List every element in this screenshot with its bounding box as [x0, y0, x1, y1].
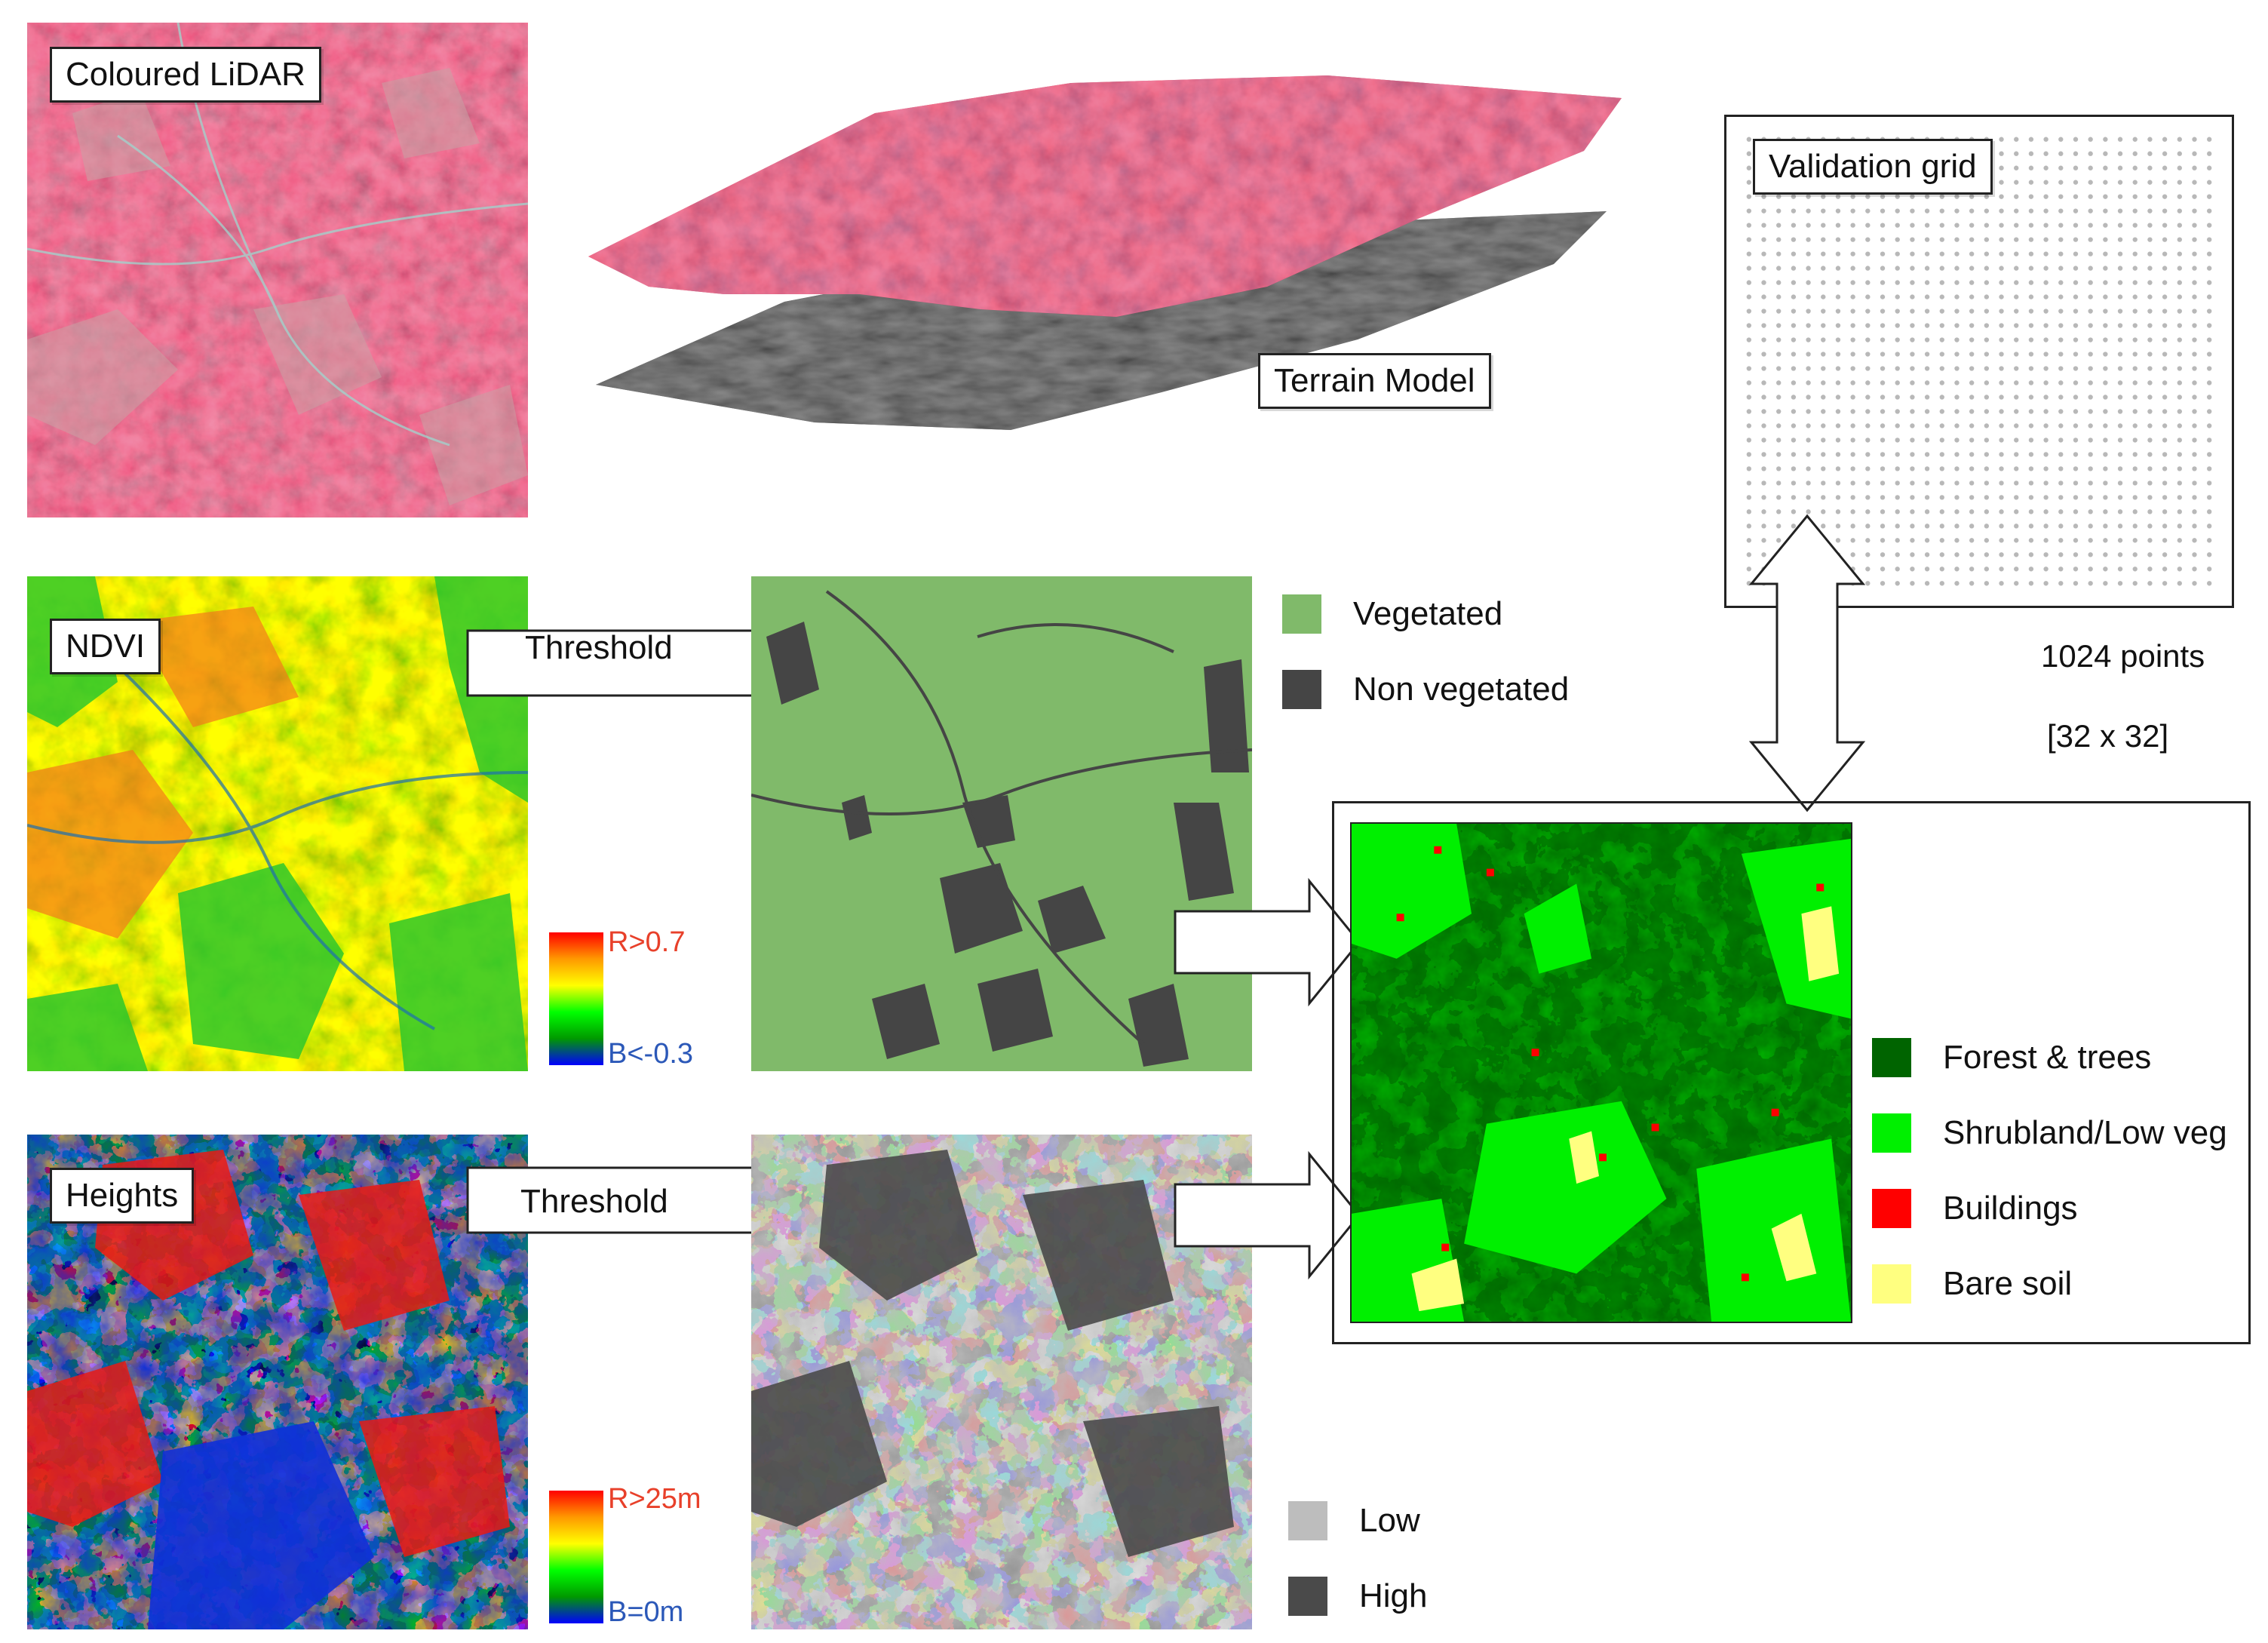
legend-shrub-label: Shrubland/Low veg: [1943, 1114, 2227, 1151]
threshold-label-ndvi: Threshold: [525, 629, 673, 666]
ndvi-scale-max: R>0.7: [608, 926, 686, 958]
validation-grid-size: [32 x 32]: [2047, 718, 2169, 754]
vegetated-swatch: [1282, 594, 1321, 634]
threshold-label-heights: Threshold: [520, 1183, 668, 1220]
terrain-model-label: Terrain Model: [1258, 353, 1491, 409]
legend-high-label: High: [1359, 1577, 1428, 1614]
validation-grid-panel: [1724, 115, 2234, 608]
legend-forest-label: Forest & trees: [1943, 1039, 2152, 1076]
vegetation-mask-image: [751, 576, 1252, 1071]
ndvi-label: NDVI: [50, 619, 161, 674]
legend-forest: Forest & trees: [1872, 1038, 2151, 1077]
validation-grid-label: Validation grid: [1753, 139, 1993, 195]
heights-scale-max: R>25m: [608, 1483, 701, 1515]
legend-shrub: Shrubland/Low veg: [1872, 1113, 2227, 1153]
buildings-swatch: [1872, 1189, 1911, 1228]
ndvi-colorbar: [549, 932, 603, 1065]
legend-vegetated-label: Vegetated: [1353, 595, 1503, 632]
legend-buildings-label: Buildings: [1943, 1190, 2078, 1227]
height-mask-image: [751, 1135, 1252, 1629]
heights-label: Heights: [50, 1168, 195, 1224]
coloured-lidar-label: Coloured LiDAR: [50, 47, 321, 103]
legend-bare-soil: Bare soil: [1872, 1264, 2072, 1304]
validation-double-arrow: [1748, 514, 1866, 812]
non-vegetated-swatch: [1282, 670, 1321, 709]
forest-swatch: [1872, 1038, 1911, 1077]
shrub-swatch: [1872, 1113, 1911, 1153]
heights-colorbar: [549, 1491, 603, 1623]
validation-points-count: 1024 points: [2041, 638, 2205, 674]
merge-arrow-ndvi: [1174, 877, 1362, 1007]
terrain-model-3d: [588, 68, 1629, 430]
legend-non-vegetated: Non vegetated: [1282, 670, 1569, 709]
coloured-lidar-image: [27, 23, 528, 517]
high-swatch: [1288, 1577, 1327, 1616]
merge-arrow-heights: [1174, 1150, 1362, 1280]
legend-low: Low: [1288, 1501, 1420, 1540]
ndvi-scale-min: B<-0.3: [608, 1038, 694, 1070]
bare-soil-swatch: [1872, 1264, 1911, 1304]
heights-scale-min: B=0m: [608, 1596, 684, 1628]
legend-low-label: Low: [1359, 1502, 1420, 1539]
legend-bare-soil-label: Bare soil: [1943, 1265, 2073, 1302]
legend-non-vegetated-label: Non vegetated: [1353, 671, 1570, 708]
legend-high: High: [1288, 1577, 1428, 1616]
classification-box: [1332, 801, 2251, 1344]
low-swatch: [1288, 1501, 1327, 1540]
legend-buildings: Buildings: [1872, 1189, 2078, 1228]
legend-vegetated: Vegetated: [1282, 594, 1502, 634]
classification-map: [1350, 822, 1852, 1323]
